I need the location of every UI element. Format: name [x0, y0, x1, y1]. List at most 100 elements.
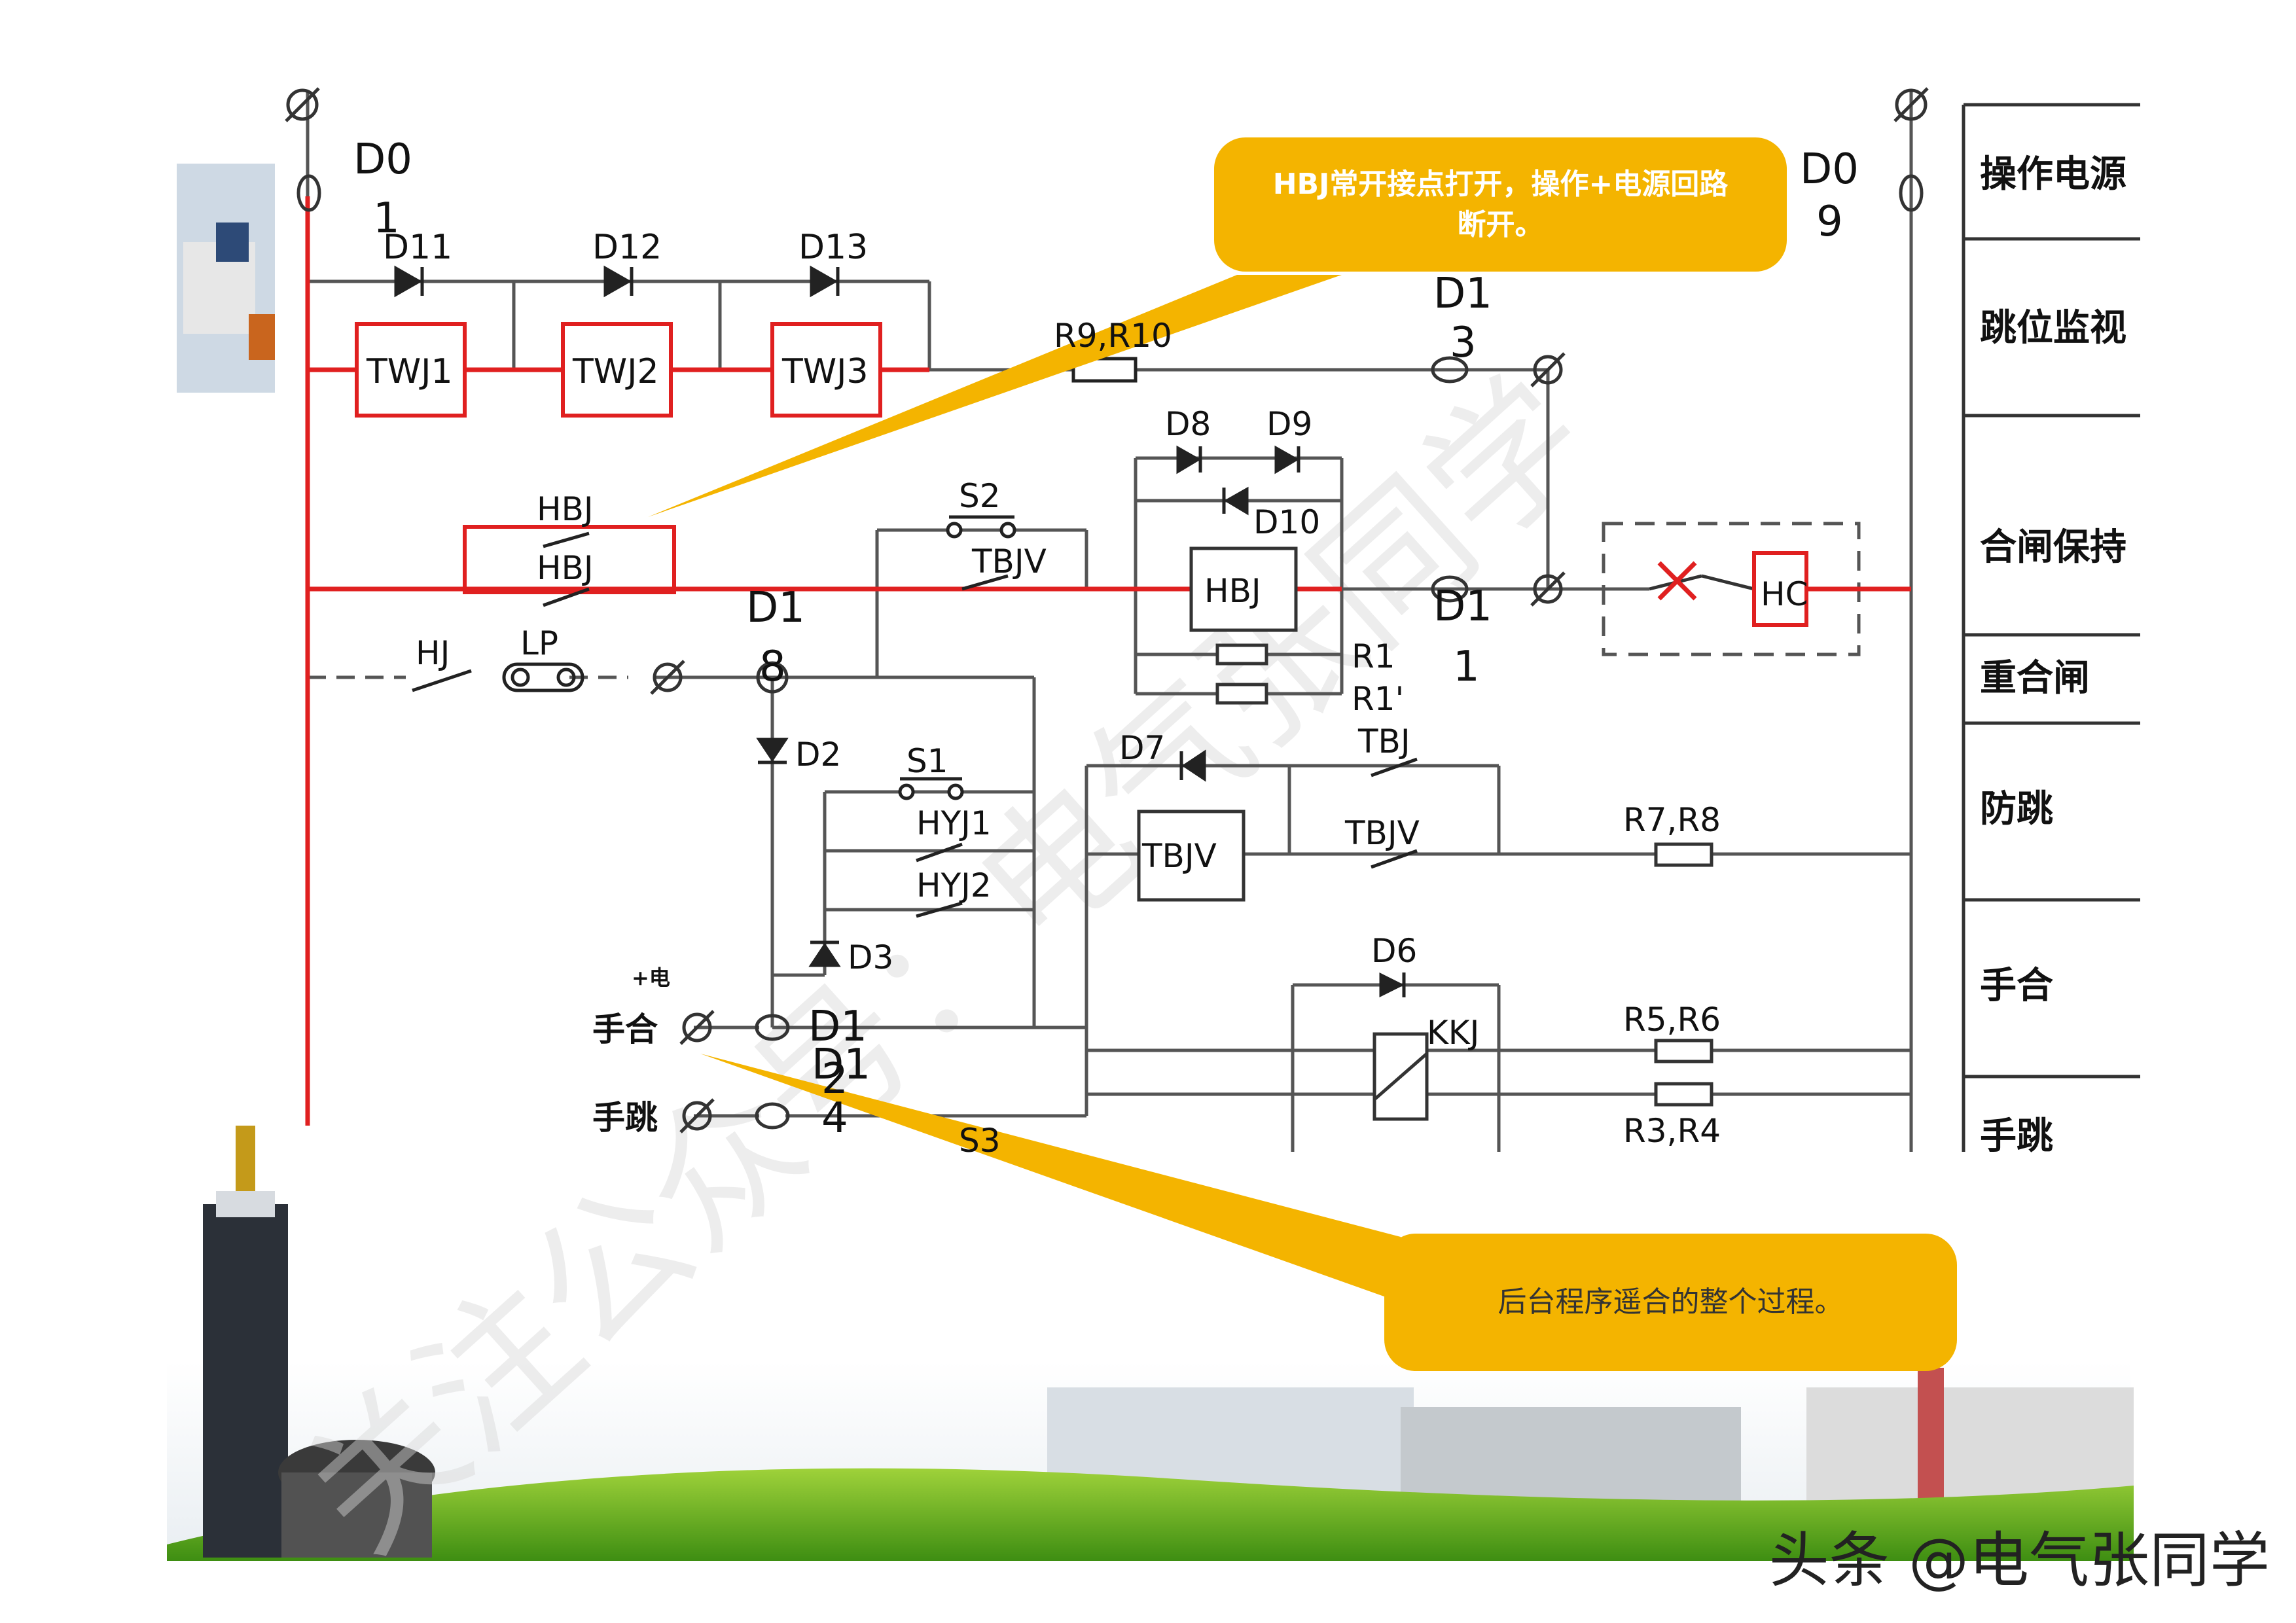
terminal-d18	[756, 661, 789, 694]
resistor-r3r4	[1654, 1082, 1713, 1107]
resistor-r1	[1215, 643, 1268, 666]
relay-twj2	[561, 322, 673, 418]
footer-watermark: 头条 @电气张同学	[1768, 1525, 2270, 1596]
terminal-hj	[650, 660, 685, 695]
label-kkj: KKJ	[1427, 1014, 1479, 1052]
terminal-d01	[285, 87, 321, 212]
label-d01-bot: 1	[373, 194, 400, 243]
callout-hbj-line1: HBJ常开接点打开，操作+电源回路	[1272, 167, 1729, 201]
hc-breaker	[1649, 551, 1808, 627]
label-d7: D7	[1119, 729, 1165, 767]
top-left-photo	[177, 164, 275, 393]
callout-hbj-text: HBJ常开接点打开，操作+电源回路 断开。	[1273, 164, 1729, 245]
diode-d3	[808, 940, 841, 967]
legend-fangtiao: 防跳	[1980, 787, 2053, 830]
label-s3: S3	[959, 1122, 1001, 1160]
label-d10: D10	[1253, 503, 1320, 541]
diode-d12	[603, 265, 634, 298]
label-d11-bot: 1	[1453, 643, 1480, 691]
labels: D0 1 D0 9 D1 3 D1 1 D1 8 D1 2 D1 4 D11 D…	[353, 135, 2126, 1160]
link-lp	[502, 662, 584, 692]
label-tbjv-coil: TBJV	[1141, 837, 1217, 875]
contact-hyj2	[916, 901, 963, 918]
legend-column	[1962, 103, 2140, 1152]
terminal-shoutiao	[679, 1098, 790, 1133]
callout-hbj-line2: 断开。	[1457, 207, 1544, 241]
label-hyj2: HYJ2	[916, 866, 992, 904]
callout1-pointer	[648, 275, 1342, 517]
coil-hbj	[1189, 546, 1298, 632]
label-r1: R1	[1352, 637, 1395, 675]
callout-hbj: HBJ常开接点打开，操作+电源回路 断开。	[1214, 137, 1787, 272]
contact-hyj1	[916, 842, 963, 863]
switch-s2	[946, 515, 1016, 591]
label-d3: D3	[848, 938, 893, 976]
label-d6: D6	[1371, 932, 1417, 970]
coil-tbjv	[1137, 810, 1246, 902]
label-s2: S2	[959, 477, 1001, 515]
label-d14-top: D1	[812, 1041, 870, 1089]
label-shouhe: 手合	[592, 1010, 658, 1048]
relay-twj1	[355, 322, 467, 418]
label-plus-dian: +电	[632, 965, 670, 990]
label-d2: D2	[795, 736, 841, 774]
legend-shoutiao: 手跳	[1980, 1115, 2053, 1158]
label-tbj: TBJ	[1357, 722, 1410, 760]
label-d11-top: D1	[1433, 582, 1492, 631]
legend-chonghezha: 重合闸	[1980, 656, 2090, 700]
label-hj: HJ	[416, 634, 450, 672]
legend-tiaowei-jianshi: 跳位监视	[1980, 306, 2126, 349]
label-r9r10: R9,R10	[1054, 317, 1172, 355]
diode-d8	[1176, 445, 1202, 474]
label-d12-bot: 2	[821, 1055, 848, 1103]
label-r3r4: R3,R4	[1623, 1112, 1721, 1150]
label-s1: S1	[906, 742, 948, 780]
label-d8: D8	[1165, 405, 1211, 443]
label-d18-bot: 8	[759, 643, 786, 691]
diode-d11	[394, 265, 424, 298]
label-twj2: TWJ2	[572, 352, 659, 391]
label-d14-bot: 4	[821, 1094, 848, 1143]
diode-d6	[1379, 972, 1406, 998]
label-hyj1: HYJ1	[916, 804, 992, 842]
hbj-contacts	[463, 525, 676, 607]
diode-d9	[1274, 445, 1300, 474]
label-d12: D12	[592, 228, 662, 267]
label-d09-top: D0	[1800, 145, 1859, 194]
contact-tbjv	[1371, 849, 1418, 869]
label-hbj-a: HBJ	[537, 490, 594, 528]
legend-shouhe: 手合	[1980, 964, 2053, 1007]
label-tbjv2: TBJV	[1344, 814, 1420, 852]
callout-process: 后台程序遥合的整个过程。	[1384, 1234, 1957, 1371]
terminal-d11	[1431, 575, 1469, 603]
label-lp: LP	[520, 624, 558, 662]
label-d11: D11	[383, 228, 452, 267]
resistor-r1p	[1215, 683, 1268, 705]
terminal-d13	[1431, 352, 1566, 607]
label-tbjv1: TBJV	[971, 543, 1047, 580]
label-d18-top: D1	[746, 584, 805, 632]
label-d9: D9	[1266, 405, 1312, 443]
label-d12-top: D1	[808, 1003, 867, 1051]
label-twj3: TWJ3	[781, 352, 869, 391]
contact-tbj	[1371, 757, 1418, 777]
label-d01-top: D0	[353, 135, 412, 184]
label-r7r8: R7,R8	[1623, 801, 1721, 839]
diode-d10	[1222, 486, 1249, 516]
label-hbj-b: HBJ	[537, 549, 594, 587]
resistor-r5r6	[1654, 1039, 1713, 1063]
resistor-r7r8	[1654, 842, 1713, 867]
label-d13: D13	[798, 228, 868, 267]
label-hc: HC	[1761, 575, 1808, 613]
diode-d7	[1179, 749, 1206, 782]
terminal-shouhe	[679, 1010, 790, 1045]
label-hbj-coil: HBJ	[1204, 572, 1261, 610]
label-shoutiao: 手跳	[592, 1098, 658, 1137]
legend-caozuo-dianyuan: 操作电源	[1980, 152, 2126, 196]
diode-d2	[756, 738, 789, 764]
terminal-d09	[1893, 87, 1929, 212]
label-d13-top: D1	[1433, 270, 1492, 318]
callout-process-text: 后台程序遥合的整个过程。	[1498, 1285, 1844, 1319]
label-r5r6: R5,R6	[1623, 1001, 1721, 1039]
